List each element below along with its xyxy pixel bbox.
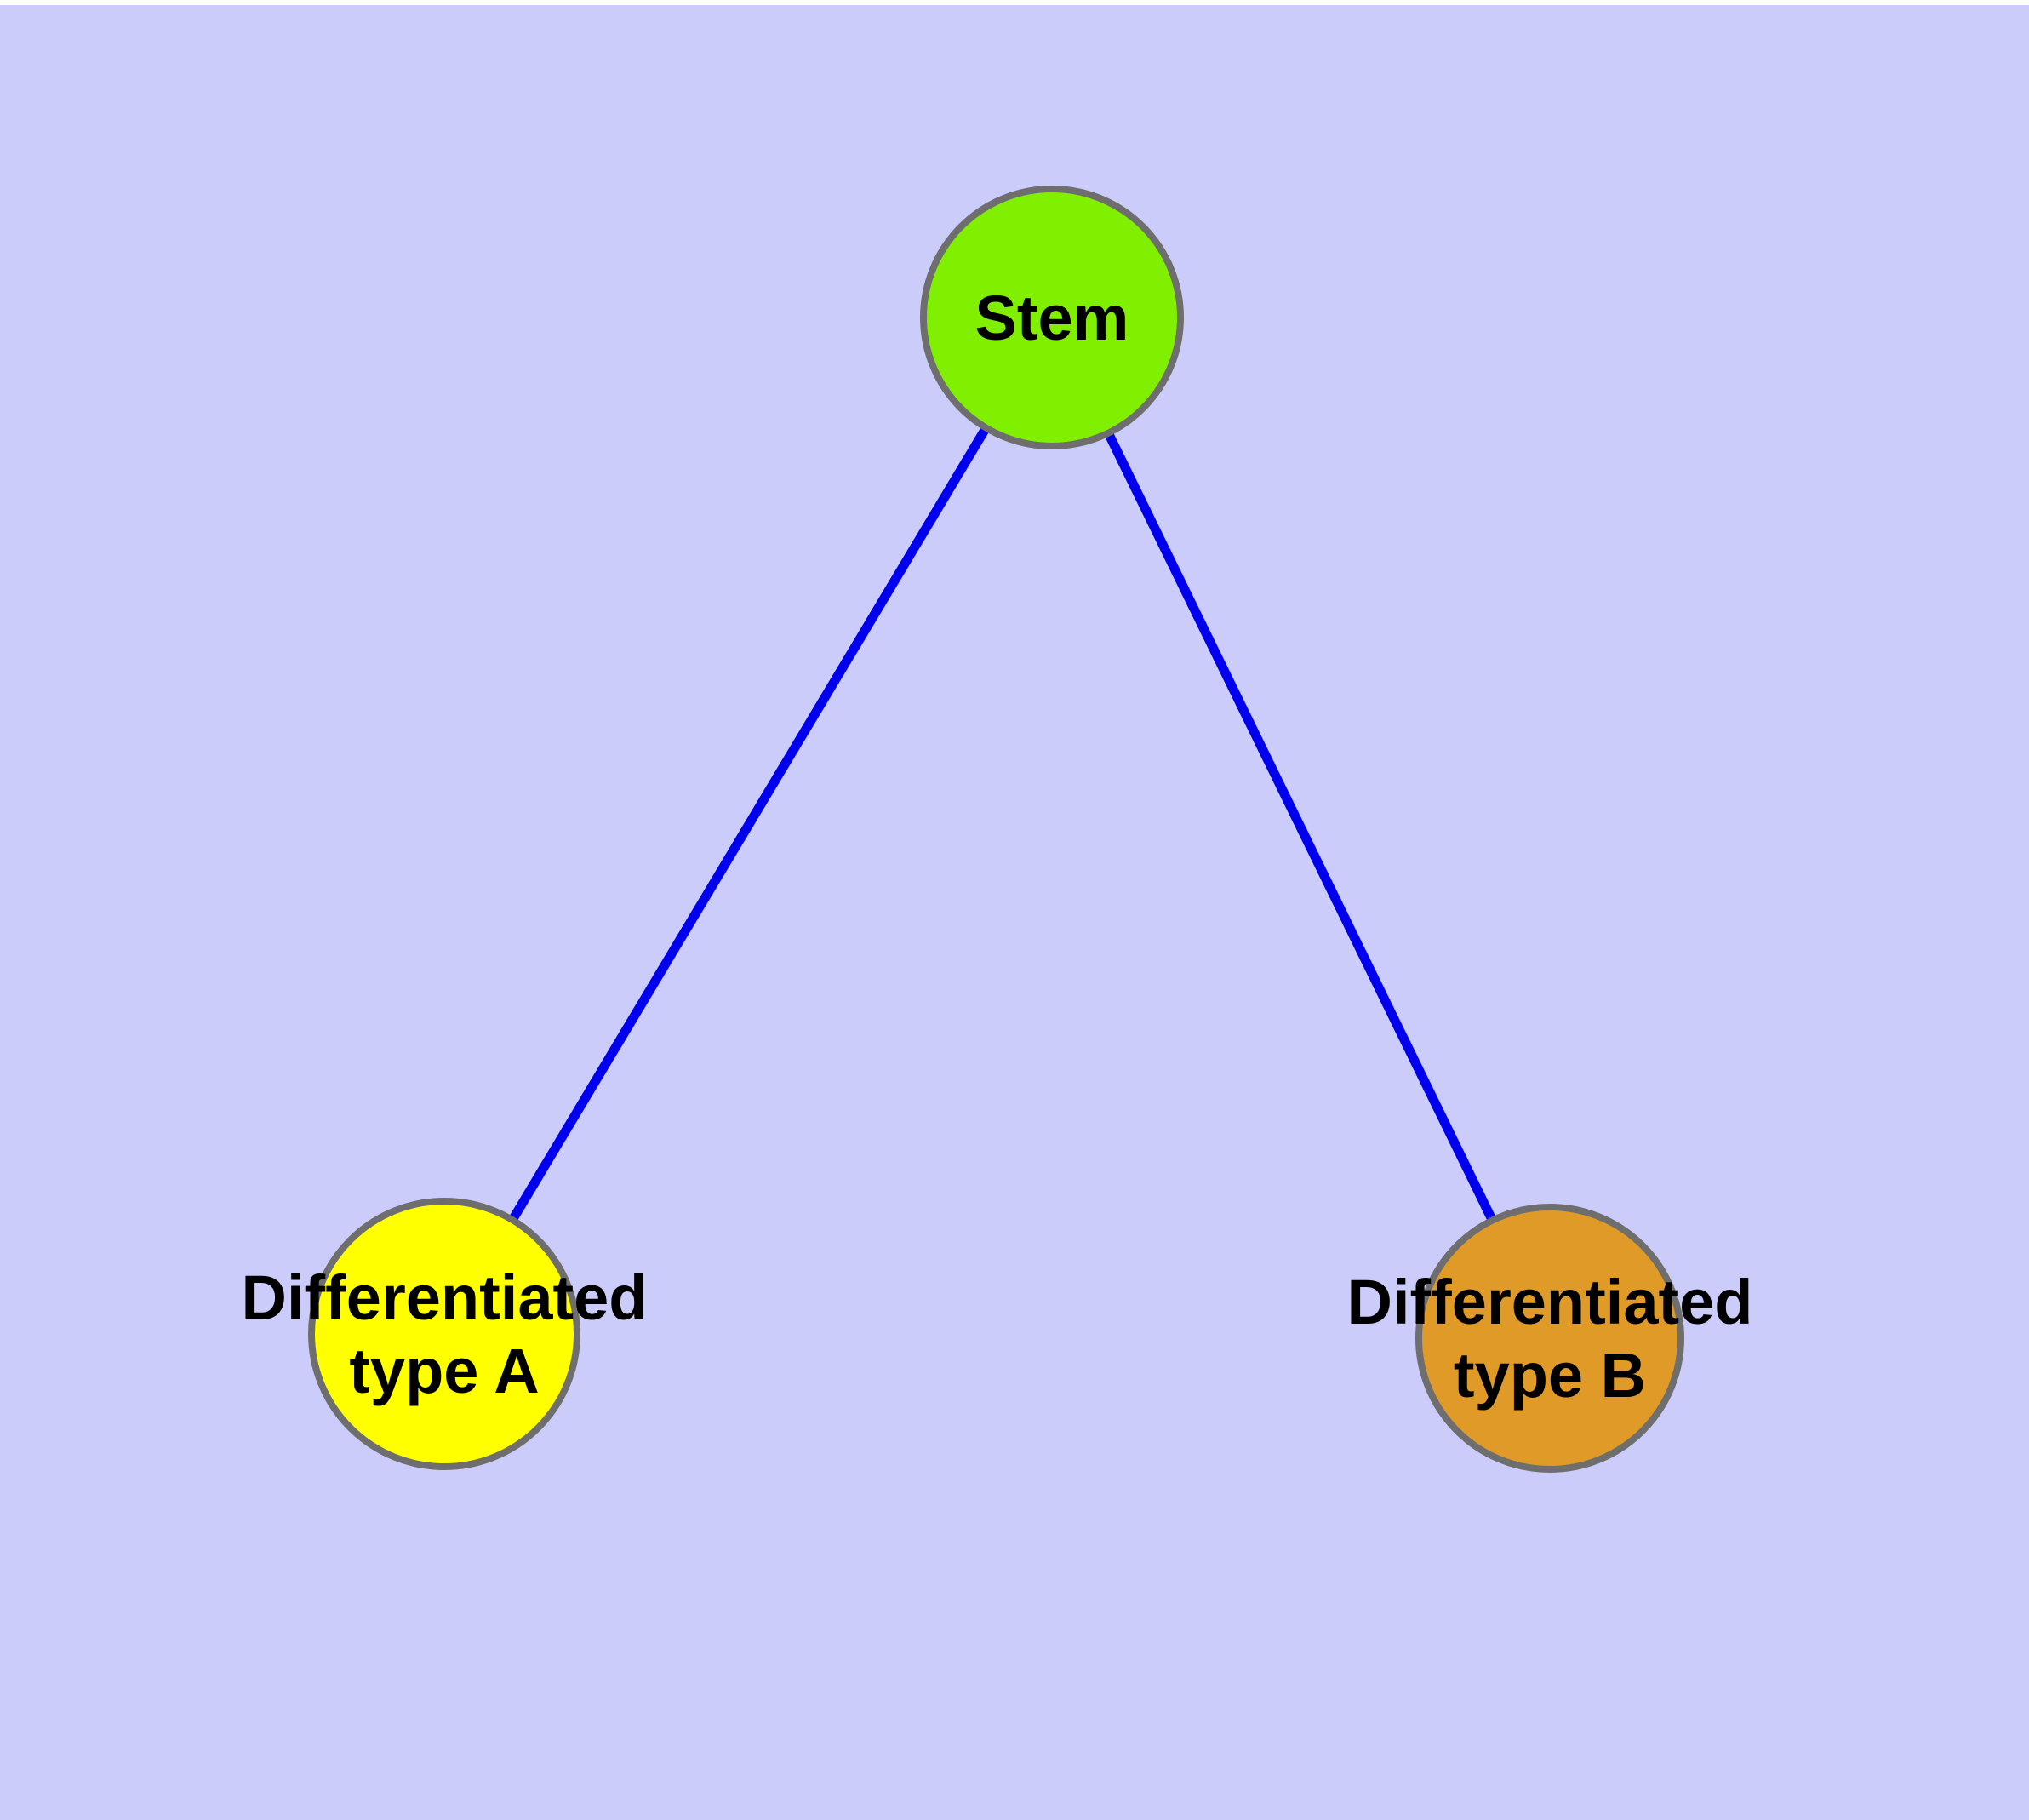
graph-node-diff_a[interactable] xyxy=(308,1198,580,1470)
graph-node-label-line: Differentiated xyxy=(242,1262,648,1333)
graph-edge-stem-diff_a xyxy=(509,426,990,1222)
graph-edge-stem-diff_b xyxy=(1105,432,1496,1222)
graph-node-diff_b[interactable] xyxy=(1415,1204,1684,1473)
graph-node-label-line: Stem xyxy=(975,283,1129,353)
graph-node-label-line: Differentiated xyxy=(1347,1267,1753,1337)
edges-layer xyxy=(509,426,1496,1222)
nodes-layer xyxy=(308,186,1684,1473)
graph-node-stem[interactable] xyxy=(920,186,1184,449)
graph-node-label-line: type A xyxy=(349,1336,539,1406)
graph-node-label-line: type B xyxy=(1454,1340,1646,1411)
graph-node-label-stem: Stem xyxy=(975,283,1129,353)
